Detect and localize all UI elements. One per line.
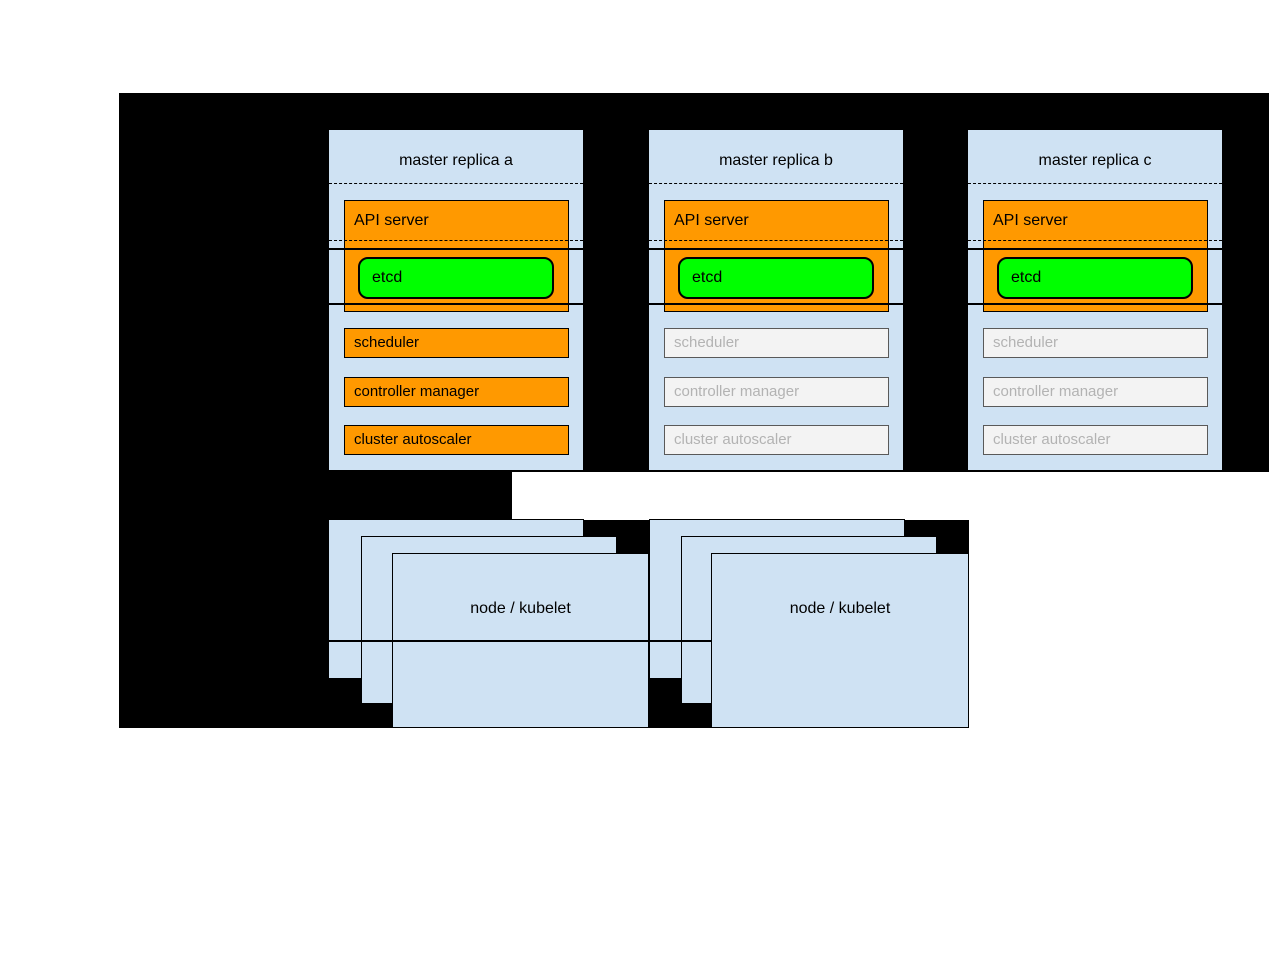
dashed-divider-top — [968, 183, 1222, 184]
etcd-box: etcd — [358, 257, 554, 299]
solid-divider-upper — [649, 248, 903, 250]
controller-manager-label: controller manager — [674, 383, 800, 400]
controller-manager-label: controller manager — [993, 383, 1119, 400]
cluster-autoscaler-box: cluster autoscaler — [664, 425, 889, 455]
controller-manager-box: controller manager — [983, 377, 1208, 407]
dashed-divider-api — [649, 240, 903, 241]
node-box-front: node / kubelet — [711, 553, 969, 728]
scheduler-label: scheduler — [354, 334, 420, 351]
dashed-divider-top — [649, 183, 903, 184]
master-title: master replica b — [719, 152, 833, 169]
cluster-autoscaler-box: cluster autoscaler — [344, 425, 569, 455]
cluster-autoscaler-label: cluster autoscaler — [674, 431, 792, 448]
api-server-etcd-group: API server etcd — [344, 200, 569, 312]
node-kubelet-label: node / kubelet — [789, 600, 891, 617]
etcd-label: etcd — [1011, 269, 1042, 286]
master-title: master replica c — [1038, 152, 1152, 169]
dashed-divider-api — [329, 240, 583, 241]
dashed-divider-top — [329, 183, 583, 184]
cluster-autoscaler-box: cluster autoscaler — [983, 425, 1208, 455]
node-connector-line — [328, 640, 713, 642]
etcd-box: etcd — [678, 257, 874, 299]
solid-divider-upper — [968, 248, 1222, 250]
dashed-divider-api — [968, 240, 1222, 241]
master-replica-c-box: master replica c API server etcd schedul… — [967, 129, 1223, 471]
scheduler-box: scheduler — [344, 328, 569, 358]
solid-divider-lower — [968, 303, 1222, 305]
solid-divider-lower — [329, 303, 583, 305]
solid-divider-upper — [329, 248, 583, 250]
etcd-label: etcd — [372, 269, 403, 286]
scheduler-label: scheduler — [993, 334, 1059, 351]
api-server-label: API server — [354, 212, 429, 229]
api-server-label: API server — [674, 212, 749, 229]
controller-manager-box: controller manager — [664, 377, 889, 407]
master-replica-b-box: master replica b API server etcd schedul… — [648, 129, 904, 471]
background-panel-middle — [119, 472, 512, 520]
cluster-autoscaler-label: cluster autoscaler — [993, 431, 1111, 448]
node-kubelet-label: node / kubelet — [470, 600, 571, 617]
api-server-etcd-group: API server etcd — [983, 200, 1208, 312]
solid-divider-lower — [649, 303, 903, 305]
api-server-label: API server — [993, 212, 1068, 229]
scheduler-box: scheduler — [983, 328, 1208, 358]
cluster-autoscaler-label: cluster autoscaler — [354, 431, 472, 448]
controller-manager-box: controller manager — [344, 377, 569, 407]
scheduler-box: scheduler — [664, 328, 889, 358]
api-server-etcd-group: API server etcd — [664, 200, 889, 312]
controller-manager-label: controller manager — [354, 383, 480, 400]
master-replica-a-box: master replica a API server etcd schedul… — [328, 129, 584, 471]
etcd-label: etcd — [692, 269, 723, 286]
scheduler-label: scheduler — [674, 334, 740, 351]
etcd-box: etcd — [997, 257, 1193, 299]
master-title: master replica a — [399, 152, 513, 169]
